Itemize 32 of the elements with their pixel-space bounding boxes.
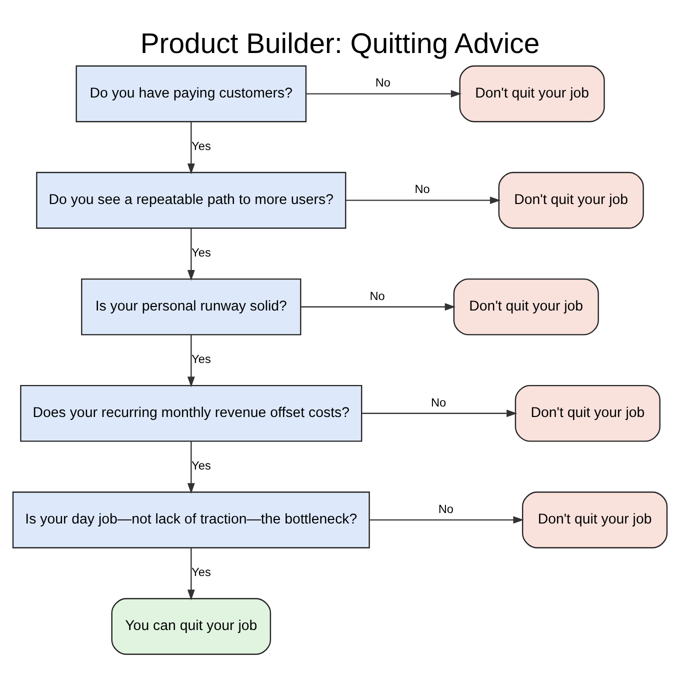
- node-box: Is your personal runway solid?: [81, 278, 302, 336]
- edge-label: Yes: [192, 139, 211, 154]
- edge-label: Yes: [192, 246, 211, 260]
- node-box: You can quit your job: [111, 598, 272, 655]
- node-box: Is your day job—not lack of traction—the bottleneck?: [12, 492, 370, 548]
- edge-label: Yes: [192, 458, 211, 473]
- edge-label: Yes: [192, 565, 211, 580]
- node-box: Do you see a repeatable path to more users?: [36, 172, 346, 229]
- edge-label: No: [438, 502, 454, 516]
- arrow: [300, 303, 456, 311]
- node-box: Don't quit your job: [498, 172, 644, 229]
- node-box: Don't quit your job: [459, 65, 605, 122]
- node-box: Don't quit your job: [514, 384, 660, 442]
- arrow: [346, 196, 501, 204]
- node-box: Do you have paying customers?: [76, 65, 307, 122]
- arrow: [306, 90, 462, 98]
- arrow: [187, 441, 195, 494]
- edge-label: Yes: [192, 352, 211, 366]
- diagram-title: Product Builder: Quitting Advice: [140, 28, 540, 60]
- arrow: [369, 516, 524, 524]
- arrow: [362, 410, 518, 418]
- edge-label: No: [370, 288, 385, 303]
- edge-label: No: [414, 182, 430, 196]
- arrow: [187, 548, 195, 600]
- arrow: [187, 228, 195, 281]
- node-box: Don't quit your job: [522, 492, 668, 548]
- arrow: [187, 122, 195, 174]
- arrow: [187, 334, 195, 388]
- node-box: Don't quit your job: [453, 278, 599, 336]
- edge-label: No: [375, 76, 390, 90]
- node-box: Does your recurring monthly revenue offset costs?: [20, 384, 362, 442]
- edge-label: No: [430, 395, 446, 410]
